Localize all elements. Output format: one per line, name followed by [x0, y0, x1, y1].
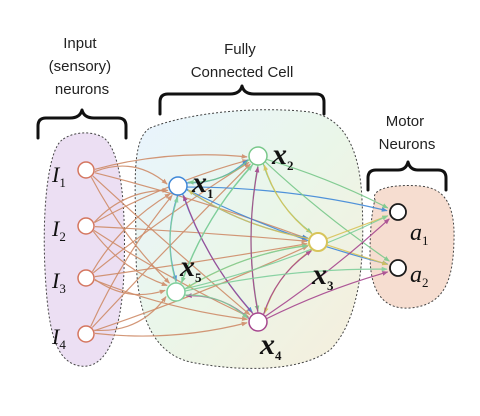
synapse-I4-x3-17 [94, 245, 309, 332]
neurons [77, 146, 407, 343]
label-a1: a1 [410, 220, 429, 248]
synapse-x5-x3-46 [184, 243, 309, 290]
center-brace-icon [158, 84, 326, 116]
synapse-I1-x1-0 [94, 165, 168, 185]
input-region [43, 132, 125, 367]
label-I1: I1 [51, 162, 66, 190]
label-x2: x2 [271, 138, 294, 173]
synapse-I2-x5-9 [92, 230, 168, 287]
synapse-I2-x3-7 [94, 226, 308, 244]
label-a2: a2 [410, 262, 429, 290]
cell-region [134, 109, 364, 369]
synapse-I1-x2-1 [94, 153, 248, 170]
input-node-1[interactable] [77, 161, 95, 179]
synapse-x1-a2-25 [186, 188, 389, 266]
synapse-I1-x5-4 [90, 176, 170, 284]
synapse-I3-x5-14 [94, 278, 166, 296]
synapse-I4-x5-19 [94, 296, 167, 332]
synapse-x5-x4-47 [184, 294, 249, 319]
motor-label: Motor Neurons [379, 113, 436, 153]
synapse-I3-x2-11 [92, 161, 250, 274]
synapse-edges [90, 153, 390, 337]
synapse-x2-x1-26 [187, 158, 250, 185]
label-x1: x1 [191, 166, 214, 201]
synapse-x3-a2-37 [326, 244, 389, 266]
input-node-3[interactable] [77, 269, 95, 287]
label-I4: I4 [51, 324, 66, 352]
label-I2: I2 [51, 216, 66, 244]
synapse-x4-x1-38 [183, 194, 254, 315]
input-label: Input (sensory) neurons [49, 35, 116, 98]
inter-node-x2[interactable] [248, 146, 268, 166]
inter-node-x5[interactable] [166, 282, 186, 302]
motor-region [369, 185, 455, 309]
label-I3: I3 [51, 268, 66, 296]
synapse-I3-x3-12 [94, 242, 308, 278]
label-x4: x4 [259, 328, 282, 363]
synapse-I4-x4-18 [94, 321, 248, 337]
node-labels: I1 I2 I3 I4 x1 x2 x3 x4 x5 a1 a2 [51, 138, 429, 363]
synapse-I3-x4-13 [94, 279, 248, 321]
inter-node-x3[interactable] [308, 232, 328, 252]
synapse-I2-x4-8 [93, 229, 249, 318]
synapse-I3-x1-10 [91, 193, 171, 272]
synapse-x4-x3-40 [262, 250, 312, 315]
inter-node-x1[interactable] [168, 176, 188, 196]
synapse-x5-a1-48 [184, 215, 389, 290]
synapse-x5-a2-49 [184, 266, 388, 292]
label-x3: x3 [311, 258, 334, 293]
inter-node-x4[interactable] [248, 312, 268, 332]
synapse-x3-x2-33 [263, 164, 314, 236]
synapse-x4-a2-43 [266, 271, 389, 320]
right-brace-icon [366, 160, 448, 192]
input-node-2[interactable] [77, 217, 95, 235]
synapse-x3-x1-32 [187, 189, 310, 240]
synapse-x5-x2-45 [180, 164, 253, 285]
left-brace-icon [36, 108, 128, 140]
synapse-x1-a1-24 [186, 186, 388, 212]
cell-label: Fully Connected Cell [191, 41, 294, 81]
synapse-I4-x1-15 [90, 194, 173, 327]
motor-node-a2[interactable] [389, 259, 407, 277]
label-x5: x5 [179, 250, 202, 285]
synapse-x4-x2-39 [250, 166, 260, 314]
synapse-x2-a2-31 [264, 161, 390, 262]
motor-node-a1[interactable] [389, 203, 407, 221]
synapse-x5-x1-44 [169, 196, 179, 284]
synapse-I1-x3-2 [94, 172, 309, 240]
synapse-x2-a1-30 [266, 158, 389, 209]
input-node-4[interactable] [77, 325, 95, 343]
